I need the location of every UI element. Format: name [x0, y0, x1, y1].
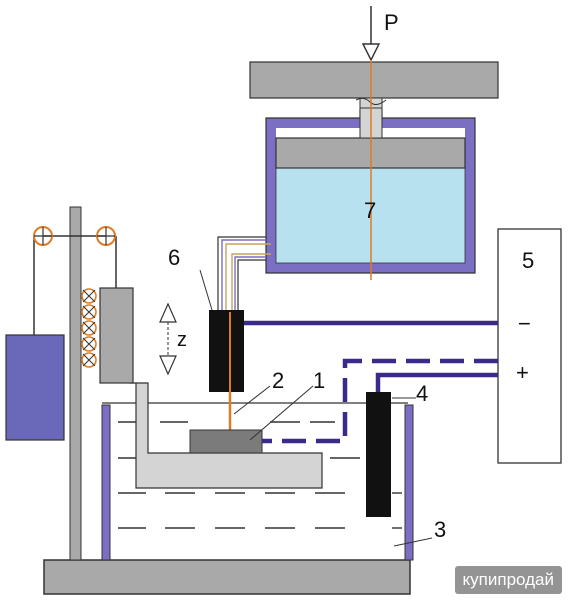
carriage-block [99, 287, 134, 384]
positive-wire-counter [375, 372, 498, 392]
label-part-1: 1 [313, 368, 325, 393]
power-supply [497, 228, 562, 464]
pulley-left-icon [33, 226, 53, 246]
label-part-6: 6 [168, 245, 180, 270]
label-z: z [177, 329, 187, 351]
counter-electrode [366, 392, 391, 517]
label-plus: + [516, 360, 529, 385]
positive-wire-dashed [262, 358, 498, 444]
vertical-column [69, 206, 82, 561]
tank [101, 402, 414, 561]
label-part-2: 2 [272, 368, 284, 393]
label-part-3: 3 [434, 517, 446, 542]
press-platen [249, 61, 499, 99]
label-minus: − [518, 311, 531, 336]
label-part-4: 4 [416, 381, 428, 406]
dielectric-fluid-dashes [118, 421, 402, 529]
counterweight [5, 334, 65, 441]
z-axis-arrow-icon [159, 302, 177, 376]
watermark: купипродай [454, 566, 562, 594]
label-part-5: 5 [522, 248, 534, 273]
guide-rollers-icon [81, 288, 97, 368]
base-plate [43, 559, 411, 595]
hydraulic-line [217, 236, 266, 310]
workpiece [189, 429, 263, 454]
label-force: P [384, 10, 399, 35]
pulley-right-icon [96, 226, 116, 246]
electrode-holder [209, 310, 244, 392]
label-part-7: 7 [364, 198, 376, 223]
force-arrow-icon [361, 43, 381, 62]
